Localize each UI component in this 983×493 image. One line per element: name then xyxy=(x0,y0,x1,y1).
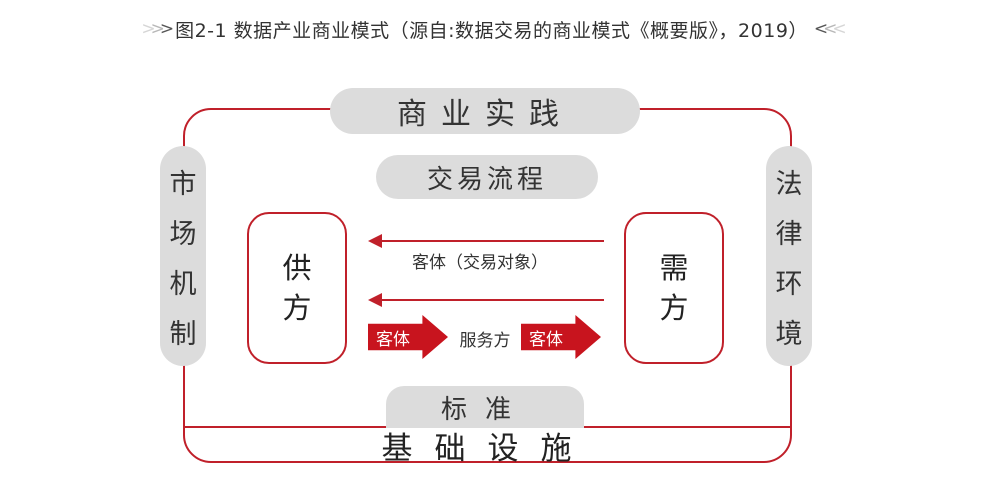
infrastructure-label: 基础设施 xyxy=(381,430,594,467)
figure-caption-row: >>> 图2-1 数据产业商业模式（源自:数据交易的商业模式《概要版》，2019… xyxy=(0,14,983,44)
supply-side-char: 方 xyxy=(282,291,312,325)
object-flow-arrow-line-2 xyxy=(380,299,604,301)
object-label: 客体（交易对象） xyxy=(412,253,548,273)
market-mechanism-char: 市 xyxy=(169,168,197,200)
supply-side-char: 供 xyxy=(282,251,312,285)
legal-environment-char: 境 xyxy=(775,318,803,350)
demand-side-box: 需 方 xyxy=(624,212,724,364)
standard-pill: 标准 xyxy=(386,386,584,428)
chevrons-right-decoration: >>> xyxy=(141,19,174,39)
business-practice-pill: 商业实践 xyxy=(330,88,640,134)
supply-side-box: 供 方 xyxy=(247,212,347,364)
market-mechanism-pill: 市 场 机 制 xyxy=(160,146,206,366)
service-provider-label: 服务方 xyxy=(459,331,511,351)
legal-environment-char: 法 xyxy=(775,168,803,200)
object-flow-arrow-line-1 xyxy=(380,240,604,242)
market-mechanism-char: 场 xyxy=(169,218,197,250)
arrow-left-icon xyxy=(368,234,382,248)
figure-caption: 图2-1 数据产业商业模式（源自:数据交易的商业模式《概要版》，2019） xyxy=(175,19,808,42)
market-mechanism-char: 制 xyxy=(169,318,197,350)
trade-process-pill: 交易流程 xyxy=(376,155,598,199)
legal-environment-pill: 法 律 环 境 xyxy=(766,146,812,366)
demand-side-char: 需 xyxy=(659,251,689,285)
arrow-left-icon xyxy=(368,293,382,307)
chevrons-left-decoration: <<< xyxy=(813,19,847,39)
demand-side-char: 方 xyxy=(659,291,689,325)
legal-environment-char: 环 xyxy=(775,268,803,300)
market-mechanism-char: 机 xyxy=(169,268,197,300)
legal-environment-char: 律 xyxy=(775,218,803,250)
